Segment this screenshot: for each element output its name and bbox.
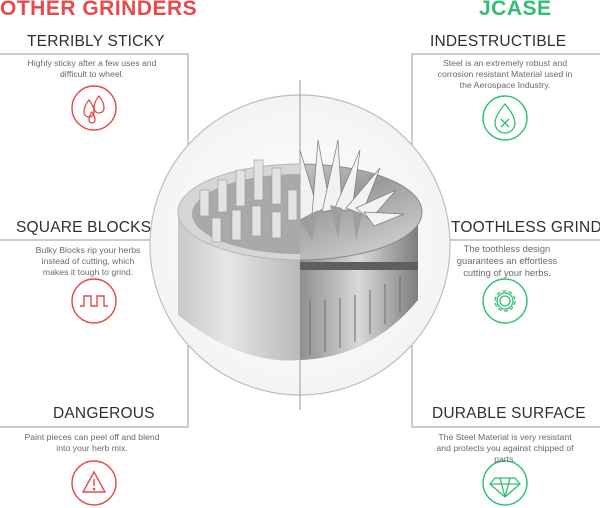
jcase-heading: JCASE bbox=[479, 0, 552, 20]
square-wave-icon-ring bbox=[71, 278, 117, 324]
warning-triangle-icon bbox=[81, 470, 107, 493]
dangerous-desc: Paint pieces can peel off and blend into… bbox=[24, 432, 160, 453]
gear-icon bbox=[494, 290, 516, 312]
toothless-grinding-desc: The toothless design guarantees an effor… bbox=[456, 243, 558, 278]
left-connector-lines bbox=[0, 53, 189, 428]
steel-grinder-half bbox=[300, 139, 423, 360]
aluminium-grinder-half bbox=[177, 159, 300, 361]
square-blocks-desc: Bulky Blocks rip your herbs instead of c… bbox=[35, 245, 141, 277]
right-connector-lines bbox=[411, 53, 600, 428]
dangerous-title: DANGEROUS bbox=[53, 405, 155, 422]
indestructible-title: INDESTRUCTIBLE bbox=[430, 33, 567, 50]
warning-icon-ring bbox=[71, 460, 117, 506]
indestructible-desc: Steel is an extremely robust and corrosi… bbox=[437, 58, 573, 90]
square-blocks-title: SQUARE BLOCKS bbox=[16, 219, 152, 236]
no-water-drop-icon bbox=[494, 102, 516, 134]
diamond-icon bbox=[489, 477, 521, 498]
gear-icon-ring bbox=[482, 278, 528, 324]
other-grinders-heading: OTHER GRINDERS bbox=[0, 0, 198, 20]
terribly-sticky-desc: Highly sticky after a few uses and diffi… bbox=[27, 58, 157, 79]
droplets-icon bbox=[83, 94, 105, 124]
square-wave-icon bbox=[80, 295, 108, 307]
diamond-icon-ring bbox=[482, 460, 528, 506]
no-water-drop-icon-ring bbox=[482, 95, 528, 141]
durable-surface-desc: The Steel Material is very resistant and… bbox=[436, 432, 574, 464]
toothless-grinding-title: TOOTHLESS GRINDING bbox=[451, 219, 600, 236]
durable-surface-title: DURABLE SURFACE bbox=[432, 405, 586, 422]
droplets-icon-ring bbox=[71, 85, 117, 131]
terribly-sticky-title: TERRIBLY STICKY bbox=[27, 33, 165, 50]
